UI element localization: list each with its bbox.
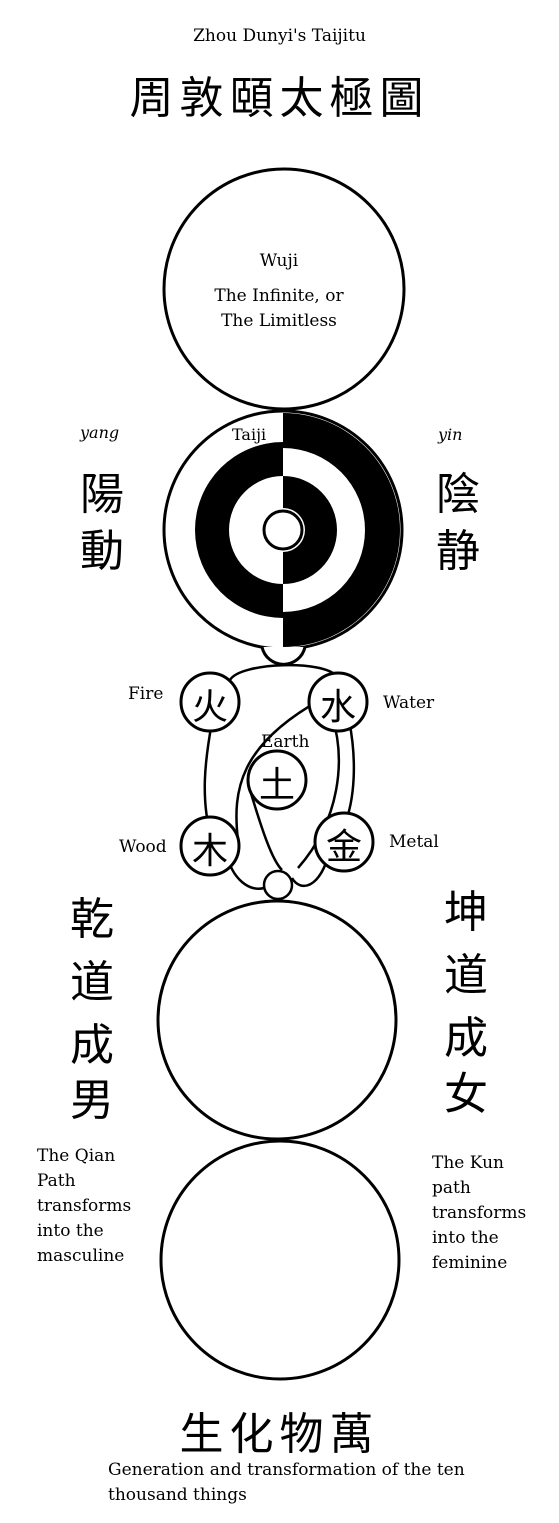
yin-label: yin — [438, 425, 463, 444]
water-circle — [307, 671, 369, 733]
convergence-circle — [262, 869, 294, 901]
yang-char-1: 陽 — [80, 469, 124, 520]
fire-label: Fire — [128, 684, 164, 704]
qian-desc-line: transforms — [37, 1196, 132, 1216]
kun-desc-line: transforms — [432, 1203, 527, 1223]
fire-circle — [179, 671, 241, 733]
metal-circle — [313, 811, 375, 873]
yin-char-2: 静 — [436, 526, 480, 577]
qian-char-2: 道 — [70, 957, 114, 1008]
qian-desc-line: Path — [37, 1171, 76, 1191]
taiji-left-ring — [195, 442, 283, 618]
title-chinese: 周敦頤太極圖 — [129, 73, 430, 124]
kun-char-3: 成 — [444, 1013, 488, 1064]
footer-desc-line2: thousand things — [108, 1485, 247, 1505]
kun-description: The Kun path transforms into the feminin… — [432, 1151, 526, 1276]
earth-char: 土 — [258, 765, 295, 806]
water-label: Water — [383, 693, 435, 713]
wood-circle — [179, 815, 241, 877]
taiji-connector — [260, 646, 307, 666]
wuji-label: Wuji — [259, 251, 299, 271]
kun-char-4: 女 — [444, 1069, 488, 1120]
qian-char-1: 乾 — [70, 894, 114, 945]
metal-char: 金 — [325, 827, 362, 868]
taiji-center-circle — [262, 509, 304, 551]
qian-desc-line: masculine — [37, 1246, 125, 1266]
wuji-circle — [162, 167, 406, 411]
kun-char-1: 坤 — [444, 887, 488, 938]
taiji-symbol — [162, 409, 404, 651]
qian-char-3: 成 — [70, 1020, 114, 1071]
taiji-right-outer-ring — [283, 413, 400, 647]
kun-desc-line: into the — [432, 1228, 499, 1248]
yin-char-1: 陰 — [436, 469, 480, 520]
water-char: 水 — [319, 687, 356, 728]
wuji-desc-line1: The Infinite, or — [214, 286, 344, 306]
qian-desc-line: into the — [37, 1221, 104, 1241]
taiji-right-inner-ring — [283, 476, 337, 584]
fire-char: 火 — [191, 687, 228, 728]
wood-label: Wood — [119, 837, 167, 857]
kun-char-2: 道 — [444, 950, 488, 1001]
qian-char-4: 男 — [70, 1075, 114, 1126]
title-english: Zhou Dunyi's Taijitu — [193, 26, 366, 46]
qian-kun-circle — [156, 899, 398, 1141]
wood-char: 木 — [191, 831, 228, 872]
kun-desc-line: feminine — [432, 1253, 508, 1273]
qian-desc-line: The Qian — [37, 1146, 116, 1166]
kun-desc-line: The Kun — [432, 1153, 504, 1173]
kun-desc-line: path — [432, 1178, 471, 1198]
footer-title-chinese: 生化物萬 — [179, 1409, 380, 1460]
metal-label: Metal — [389, 832, 439, 852]
earth-label: Earth — [261, 732, 310, 752]
ten-thousand-things-circle — [159, 1139, 401, 1381]
wuji-desc-line2: The Limitless — [221, 311, 337, 331]
qian-description: The Qian Path transforms into the mascul… — [37, 1144, 131, 1269]
yang-label: yang — [80, 423, 120, 442]
footer-desc-line1: Generation and transformation of the ten — [108, 1460, 465, 1480]
taiji-label: Taiji — [232, 425, 267, 444]
earth-circle — [246, 749, 308, 811]
yang-char-2: 動 — [80, 526, 124, 577]
